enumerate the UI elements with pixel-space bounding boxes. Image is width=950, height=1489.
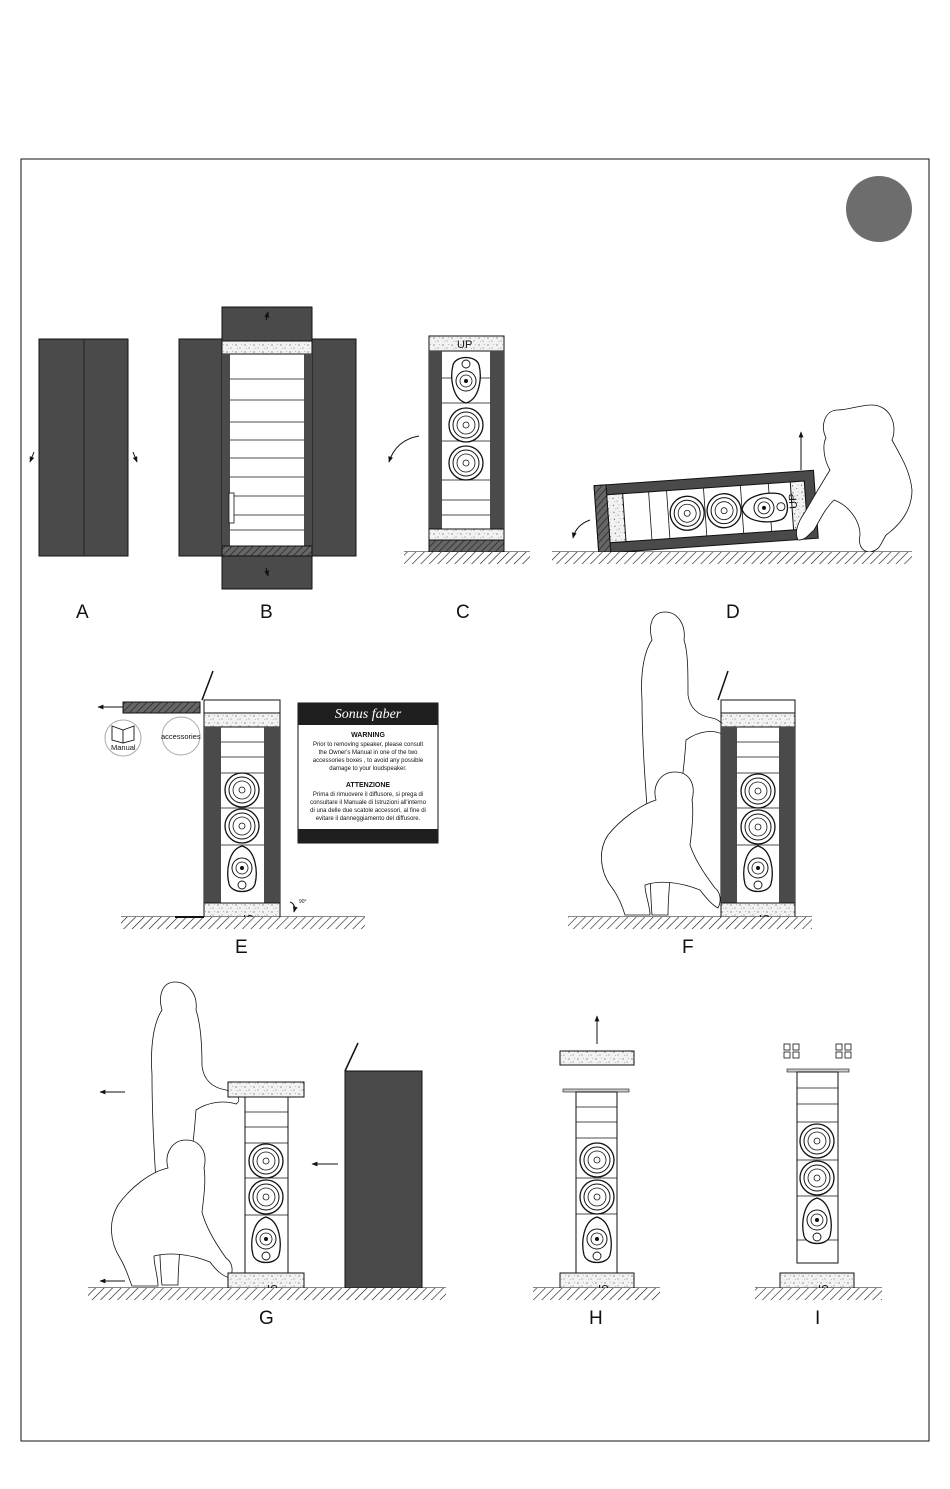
- step-e-illustration: UP Manual accessories 90°: [97, 670, 365, 929]
- step-c-illustration: UP: [388, 335, 530, 564]
- step-f-illustration: UP: [568, 611, 812, 929]
- section-badge: [846, 176, 912, 242]
- step-label-d: D: [726, 602, 740, 623]
- crouching-person: [601, 771, 721, 916]
- step-a-illustration: [29, 338, 138, 557]
- step-i-illustration: UP: [755, 1043, 882, 1300]
- step-label-f: F: [682, 937, 694, 958]
- warning-card: Sonus faber WARNING Prior to removing sp…: [297, 702, 439, 844]
- svg-text:the Owner's Manual in one of t: the Owner's Manual in one of the two: [319, 750, 419, 756]
- warning-title: WARNING: [351, 732, 385, 739]
- svg-text:damage to your loudspeaker.: damage to your loudspeaker.: [329, 766, 407, 772]
- svg-text:90°: 90°: [299, 899, 307, 905]
- svg-text:Prior to removing speaker, ple: Prior to removing speaker, please consul…: [313, 742, 423, 748]
- step-d-illustration: UP: [552, 404, 913, 564]
- step-label-c: C: [456, 602, 470, 623]
- svg-text:evitare il danneggiamento del: evitare il danneggiamento del diffusore.: [316, 816, 421, 822]
- step-g-illustration: UP: [88, 981, 446, 1300]
- closed-box-left-flap: [38, 338, 85, 557]
- page-border: [20, 158, 930, 1442]
- crouching-person: [111, 1139, 233, 1287]
- accessories-badge: [161, 716, 201, 756]
- step-label-g: G: [259, 1308, 274, 1329]
- svg-text:consultare il Manuale di Istru: consultare il Manuale di Istruzioni all'…: [310, 800, 427, 806]
- svg-text:Manual: Manual: [111, 743, 136, 752]
- closed-box-right-flap: [83, 338, 129, 557]
- svg-text:accessories boxes , to avoid a: accessories boxes , to avoid any possibl…: [313, 758, 424, 764]
- svg-text:di una delle due scatole acces: di una delle due scatole accessori, al f…: [310, 808, 426, 814]
- step-h-illustration: UP: [533, 1015, 660, 1300]
- svg-text:Prima di rimuovere il diffusor: Prima di rimuovere il diffusore, si preg…: [313, 792, 423, 798]
- step-label-a: A: [76, 602, 89, 623]
- step-label-b: B: [260, 602, 273, 623]
- step-label-e: E: [235, 937, 248, 958]
- book-icon: [111, 725, 135, 744]
- box-sleeve: [344, 1070, 423, 1289]
- step-label-h: H: [589, 1308, 603, 1329]
- svg-text:UP: UP: [787, 493, 800, 509]
- arrow-left: [29, 451, 35, 463]
- step-b-illustration: [178, 306, 357, 590]
- brand-name: Sonus faber: [335, 707, 402, 722]
- up-marking: UP: [457, 339, 472, 351]
- attenzione-title: ATTENZIONE: [346, 782, 391, 789]
- svg-text:accessories: accessories: [161, 732, 201, 741]
- step-label-i: I: [815, 1308, 820, 1329]
- spike-hardware: [783, 1043, 852, 1059]
- arrow-right: [132, 451, 138, 463]
- crouching-person: [796, 404, 913, 553]
